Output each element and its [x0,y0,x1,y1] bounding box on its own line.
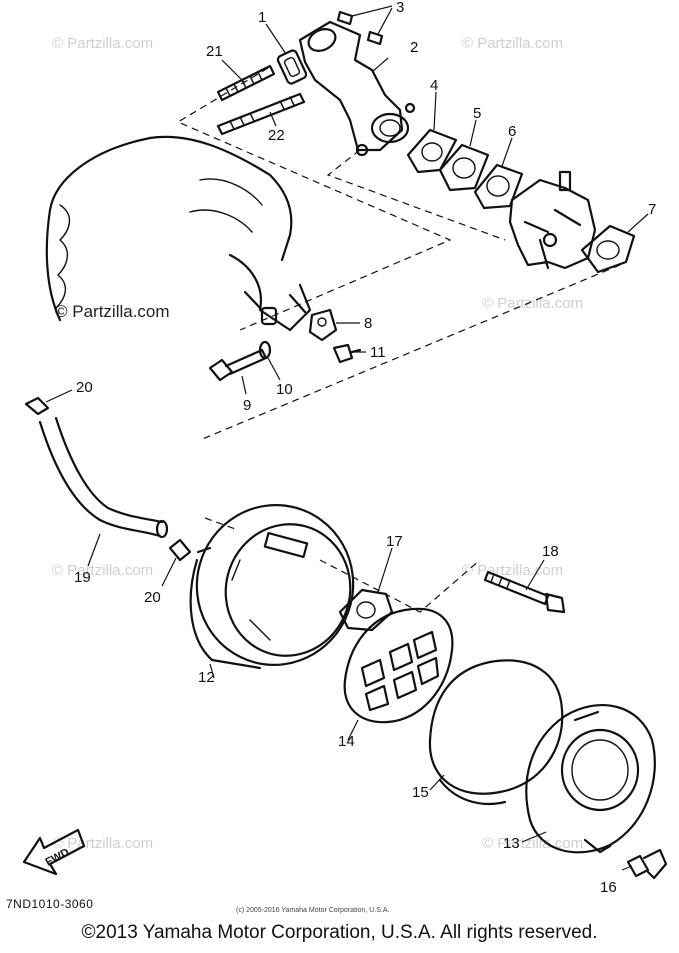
callout-4: 4 [430,77,438,94]
engine-cylinder [45,135,312,332]
part-7-gasket [580,213,649,274]
part-21-stud [216,59,276,102]
callout-13: 13 [503,835,520,852]
callout-14: 14 [338,733,355,750]
part-13-cover [521,704,656,854]
callout-8: 8 [364,315,372,332]
callout-17: 17 [386,533,403,550]
part-2-manifold [298,20,416,157]
part-20-clamp-upper [24,389,73,416]
callout-18: 18 [542,543,559,560]
callout-16: 16 [600,879,617,896]
callout-6: 6 [508,123,516,140]
part-20-clamp-lower [161,538,192,587]
watermark: © Partzilla.com [52,35,153,52]
part-8-bracket [308,308,360,342]
callout-1: 1 [258,9,266,26]
watermark: © Partzilla.com [462,35,563,52]
watermark: © Partzilla.com [462,562,563,579]
callout-20-lower: 20 [144,589,161,606]
callout-20-upper: 20 [76,379,93,396]
callout-12: 12 [198,669,215,686]
callout-15: 15 [412,784,429,801]
callout-9: 9 [243,397,251,414]
callout-labels: 1 2 3 4 5 6 7 8 9 10 11 12 13 14 15 16 1… [74,0,656,896]
callout-3: 3 [396,0,404,16]
part-12-air-cleaner-case [189,504,355,679]
part-6-gasket [473,137,524,210]
part-16-wing-bolt [621,848,668,880]
part-18-bolt [483,559,566,614]
copyright-notice: ©2013 Yamaha Motor Corporation, U.S.A. A… [81,922,598,943]
callout-11: 11 [370,344,386,361]
carburetor [508,170,597,270]
callout-10: 10 [276,381,293,398]
watermarks: © Partzilla.com © Partzilla.com © Partzi… [52,35,583,852]
callout-21: 21 [206,43,223,60]
part-1-gasket [265,23,308,85]
watermark: © Partzilla.com [52,835,153,852]
part-14-element-guide [343,607,454,741]
diagram-code: 7ND1010-3060 [6,897,93,911]
watermark: © Partzilla.com [52,562,153,579]
watermark-main: © Partzilla.com [55,302,170,321]
callout-5: 5 [473,105,481,122]
callout-7: 7 [648,201,656,218]
callout-22: 22 [268,127,285,144]
assembly-lines [176,67,621,613]
callout-19: 19 [74,569,91,586]
part-9-bolt [208,348,268,395]
part-17-gasket [338,547,394,632]
callout-2: 2 [410,39,418,56]
watermark: © Partzilla.com [482,295,583,312]
part-19-hose [38,416,169,567]
part-15-filter-element [428,659,564,806]
part-5-insulator [438,119,490,192]
part-22-stud [216,92,306,136]
fwd-label: FWD [44,846,72,868]
part-10-washer [258,340,281,381]
part-4-gasket [406,91,458,174]
part-11-bolt [332,343,366,364]
small-copyright: (c) 2005-2016 Yamaha Motor Corporation, … [236,907,389,914]
part-3-screws [336,5,393,46]
